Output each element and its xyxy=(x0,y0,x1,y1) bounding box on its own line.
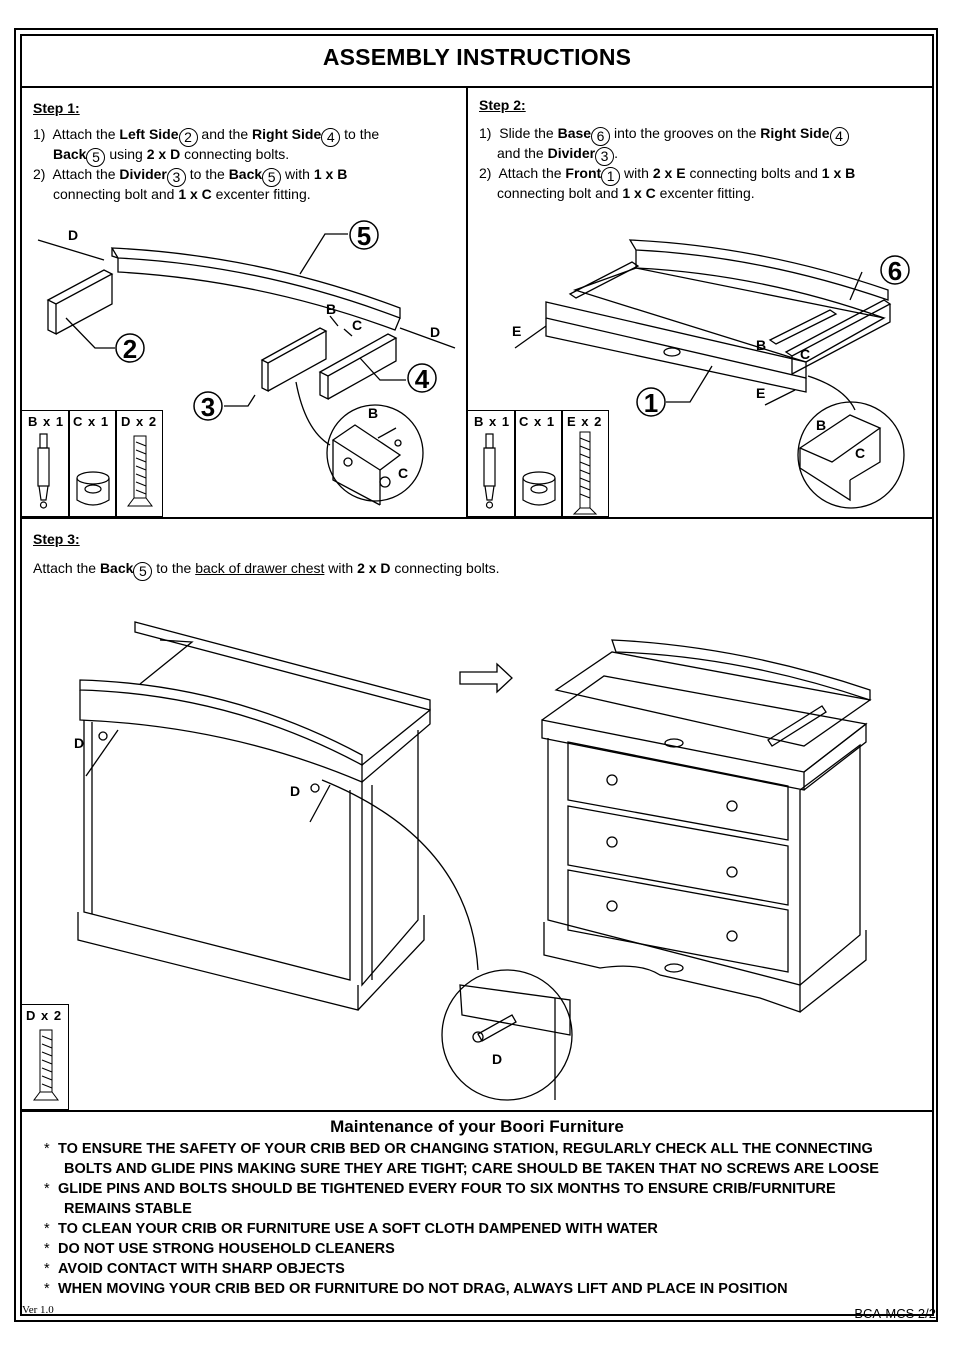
callout-4: 4 xyxy=(415,364,430,394)
label-c: C xyxy=(352,317,362,333)
maintenance-item: REMAINS STABLE xyxy=(64,1201,192,1217)
fitting-c-icon xyxy=(76,471,110,506)
label-b: B xyxy=(756,337,766,353)
bolt-b-icon xyxy=(483,433,496,509)
label-e: E xyxy=(756,385,765,401)
callout-3: 3 xyxy=(201,392,215,422)
callout-6: 6 xyxy=(888,256,902,286)
step1-callouts: 5 2 3 4 xyxy=(115,220,437,422)
maintenance-item: *AVOID CONTACT WITH SHARP OBJECTS xyxy=(44,1261,345,1277)
step2-heading: Step 2: xyxy=(479,97,526,113)
label-b: B xyxy=(816,417,826,433)
step3-heading: Step 3: xyxy=(33,531,80,547)
divider-step3 xyxy=(20,517,934,519)
maintenance-item: *WHEN MOVING YOUR CRIB BED OR FURNITURE … xyxy=(44,1281,788,1297)
callout-1: 1 xyxy=(644,388,658,418)
label-d: D xyxy=(492,1051,502,1067)
part-d-label: D x 2 xyxy=(121,414,158,429)
step1-parts-table xyxy=(21,410,163,517)
step3-parts-table xyxy=(21,1004,69,1110)
callout-2: 2 xyxy=(123,334,137,364)
parts-divider xyxy=(561,410,563,517)
divider-maintenance xyxy=(20,1110,934,1112)
label-c: C xyxy=(398,465,408,481)
step2-callouts: 6 1 xyxy=(636,255,910,418)
fitting-c-icon xyxy=(522,471,556,506)
step2-parts-table xyxy=(467,410,609,517)
page-border-inner xyxy=(20,34,934,1316)
label-b: B xyxy=(368,405,378,421)
callout-5: 5 xyxy=(357,221,371,251)
maintenance-title: Maintenance of your Boori Furniture xyxy=(330,1117,624,1136)
part-d-label: D x 2 xyxy=(26,1008,63,1023)
page-border-outer xyxy=(14,28,938,1322)
label-d: D xyxy=(74,735,84,751)
maintenance-item: *TO CLEAN YOUR CRIB OR FURNITURE USE A S… xyxy=(44,1221,658,1237)
label-d: D xyxy=(68,227,78,243)
step1-heading: Step 1: xyxy=(33,100,80,116)
parts-divider xyxy=(68,410,70,517)
label-e: E xyxy=(512,323,521,339)
step2-line4: connecting bolt and 1 x C excenter fitti… xyxy=(497,185,755,201)
page-title: ASSEMBLY INSTRUCTIONS xyxy=(322,44,632,70)
parts-divider xyxy=(514,410,516,517)
label-c: C xyxy=(800,346,810,362)
label-d: D xyxy=(430,324,440,340)
part-b-label: B x 1 xyxy=(474,414,511,429)
bolt-e-icon xyxy=(572,431,598,515)
parts-divider xyxy=(115,410,117,517)
part-c-label: C x 1 xyxy=(73,414,110,429)
part-b-label: B x 1 xyxy=(28,414,65,429)
step1-line4: connecting bolt and 1 x C excenter fitti… xyxy=(53,186,311,202)
part-e-label: E x 2 xyxy=(567,414,603,429)
document-code: BCA-MCS 2/2 xyxy=(854,1306,936,1321)
label-b: B xyxy=(326,301,336,317)
label-d: D xyxy=(290,783,300,799)
maintenance-item: *TO ENSURE THE SAFETY OF YOUR CRIB BED O… xyxy=(44,1141,873,1157)
bolt-d-icon xyxy=(33,1029,59,1101)
label-c: C xyxy=(855,445,865,461)
maintenance-item: BOLTS AND GLIDE PINS MAKING SURE THEY AR… xyxy=(64,1161,879,1177)
divider-title xyxy=(20,86,934,88)
maintenance-item: *DO NOT USE STRONG HOUSEHOLD CLEANERS xyxy=(44,1241,395,1257)
divider-step1-step2 xyxy=(466,86,468,518)
bolt-d-icon xyxy=(127,435,153,507)
maintenance-item: *GLIDE PINS AND BOLTS SHOULD BE TIGHTENE… xyxy=(44,1181,836,1197)
version-label: Ver 1.0 xyxy=(22,1304,54,1316)
part-c-label: C x 1 xyxy=(519,414,556,429)
bolt-b-icon xyxy=(37,433,50,509)
